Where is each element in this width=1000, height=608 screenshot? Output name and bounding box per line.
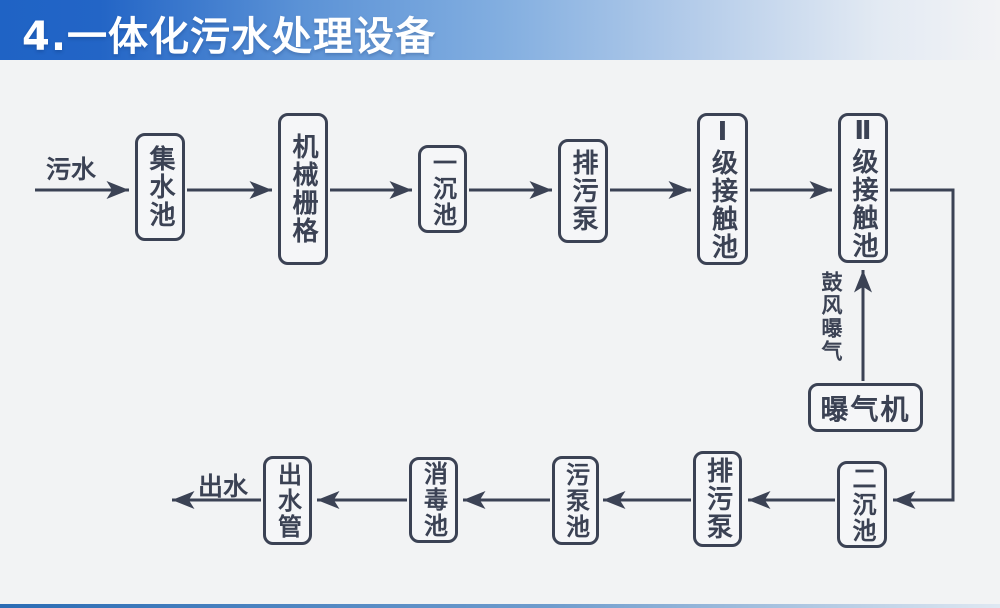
node-secondary-sedimentation-tank: 二沉池 xyxy=(837,461,887,548)
node-sewage-pump-top: 排污泵 xyxy=(558,139,608,243)
arrow-stage2-to-secondary-sedimentation xyxy=(890,188,955,509)
inlet-label: 污水 xyxy=(46,155,97,184)
node-outlet-pipe: 出水管 xyxy=(263,456,312,545)
node-disinfection-tank: 消毒池 xyxy=(409,457,458,543)
node-sludge-pump-tank: 污泵池 xyxy=(552,456,599,545)
aeration-label: 鼓风曝气 xyxy=(819,271,843,363)
outlet-label: 出水 xyxy=(198,472,249,501)
node-aerator: 曝气机 xyxy=(808,383,923,432)
node-collection-tank: 集水池 xyxy=(135,133,185,241)
node-mechanical-grid: 机械栅格 xyxy=(278,113,328,265)
page-title: 4.一体化污水处理设备 xyxy=(22,14,437,60)
slide-header: 4.一体化污水处理设备 xyxy=(0,0,1000,60)
node-sewage-pump-bottom: 排污泵 xyxy=(693,451,742,547)
node-stage2-contact-tank: Ⅱ级接触池 xyxy=(838,113,888,263)
bottom-accent-bar xyxy=(0,604,1000,608)
node-primary-sedimentation-tank: 一沉池 xyxy=(418,145,467,233)
node-stage1-contact-tank: Ⅰ级接触池 xyxy=(697,113,748,265)
